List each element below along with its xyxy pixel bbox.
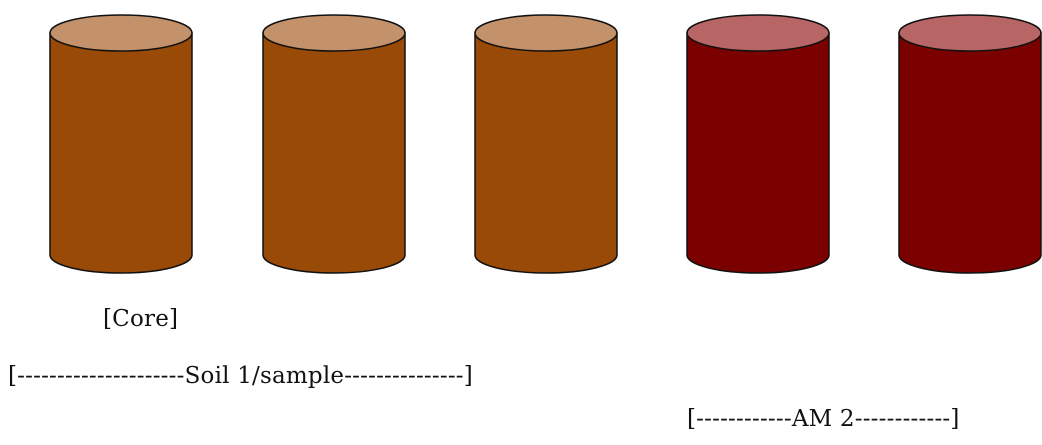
cylinder-body (686, 32, 830, 274)
cylinder-am-5 (898, 14, 1042, 274)
cylinder-top (474, 14, 618, 52)
core-label: [Core] (103, 306, 179, 332)
cylinder-am-4 (686, 14, 830, 274)
cylinder-top (686, 14, 830, 52)
cylinder-body (49, 32, 193, 274)
cylinder-soil-3 (474, 14, 618, 274)
cylinder-body (474, 32, 618, 274)
cylinder-soil-1 (49, 14, 193, 274)
cylinder-body (262, 32, 406, 274)
cylinder-top (49, 14, 193, 52)
soil-sample-bracket-label: [---------------------Soil 1/sample-----… (8, 363, 473, 389)
cylinder-body (898, 32, 1042, 274)
am-bracket-label: [------------AM 2------------] (687, 406, 960, 432)
cylinder-top (262, 14, 406, 52)
cylinder-top (898, 14, 1042, 52)
cylinder-soil-2 (262, 14, 406, 274)
